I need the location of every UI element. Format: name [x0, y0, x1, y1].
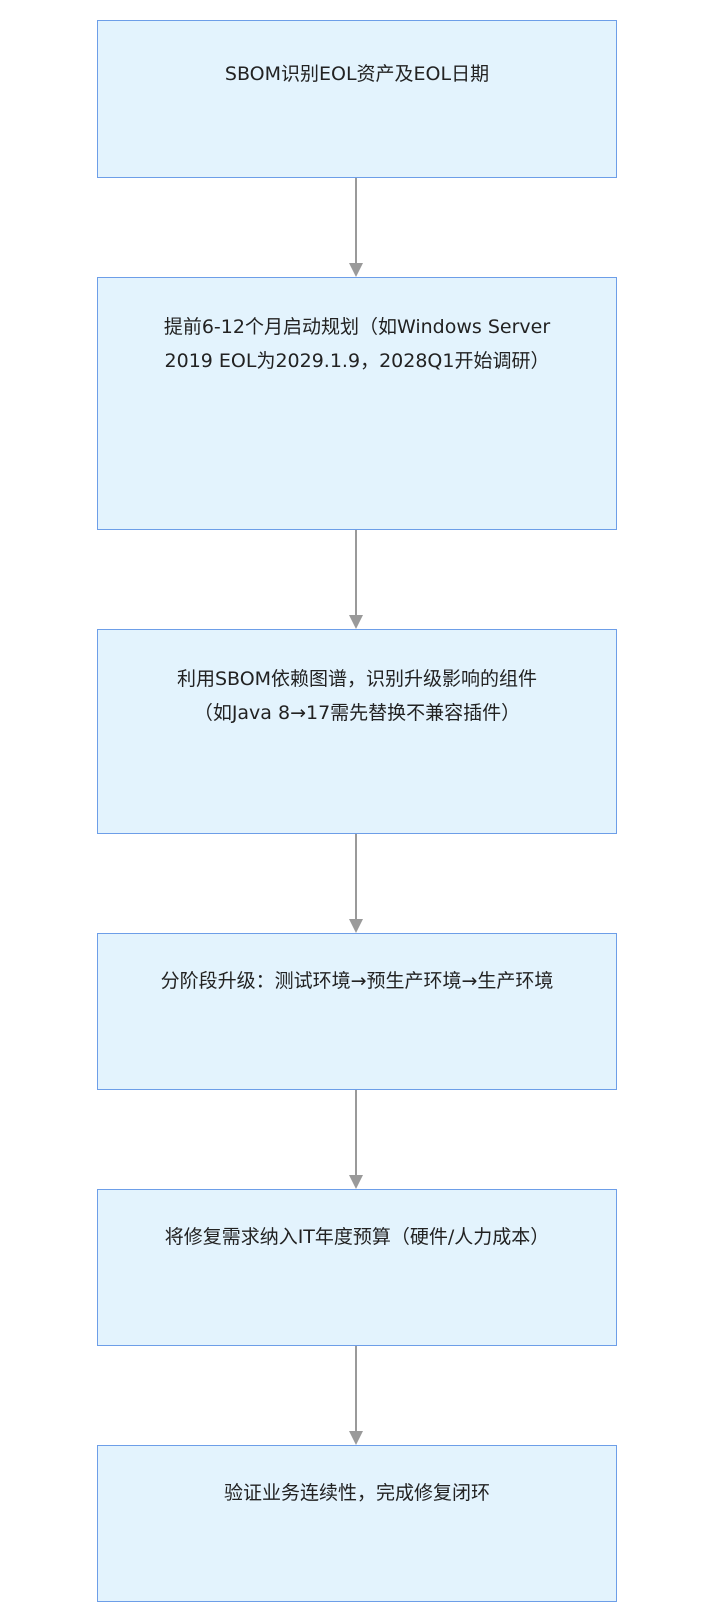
- flow-step-3-label: 利用SBOM依赖图谱，识别升级影响的组件（如Java 8→17需先替换不兼容插件…: [176, 668, 538, 724]
- flow-step-4: 分阶段升级：测试环境→预生产环境→生产环境: [97, 933, 617, 1090]
- flow-arrow-3-head: [349, 919, 363, 933]
- flow-step-5: 将修复需求纳入IT年度预算（硬件/人力成本）: [97, 1189, 617, 1346]
- flow-arrow-1-head: [349, 263, 363, 277]
- flow-arrow-2-head: [349, 615, 363, 629]
- flow-arrow-3-line: [355, 834, 357, 920]
- flow-step-3: 利用SBOM依赖图谱，识别升级影响的组件（如Java 8→17需先替换不兼容插件…: [97, 629, 617, 834]
- flow-step-6-label: 验证业务连续性，完成修复闭环: [223, 1482, 490, 1504]
- flow-arrow-2-line: [355, 530, 357, 616]
- flow-arrow-4-head: [349, 1175, 363, 1189]
- flow-step-4-label: 分阶段升级：测试环境→预生产环境→生产环境: [160, 970, 554, 992]
- flow-step-2: 提前6-12个月启动规划（如Windows Server 2019 EOL为20…: [97, 277, 617, 530]
- flow-arrow-1-line: [355, 178, 357, 264]
- flow-step-2-label: 提前6-12个月启动规划（如Windows Server 2019 EOL为20…: [163, 316, 551, 372]
- flow-step-6: 验证业务连续性，完成修复闭环: [97, 1445, 617, 1602]
- flow-step-1-label: SBOM识别EOL资产及EOL日期: [224, 63, 490, 85]
- flow-step-5-label: 将修复需求纳入IT年度预算（硬件/人力成本）: [164, 1226, 550, 1248]
- flow-arrow-5-line: [355, 1346, 357, 1432]
- flow-arrow-4-line: [355, 1090, 357, 1176]
- flow-arrow-5-head: [349, 1431, 363, 1445]
- flow-step-1: SBOM识别EOL资产及EOL日期: [97, 20, 617, 178]
